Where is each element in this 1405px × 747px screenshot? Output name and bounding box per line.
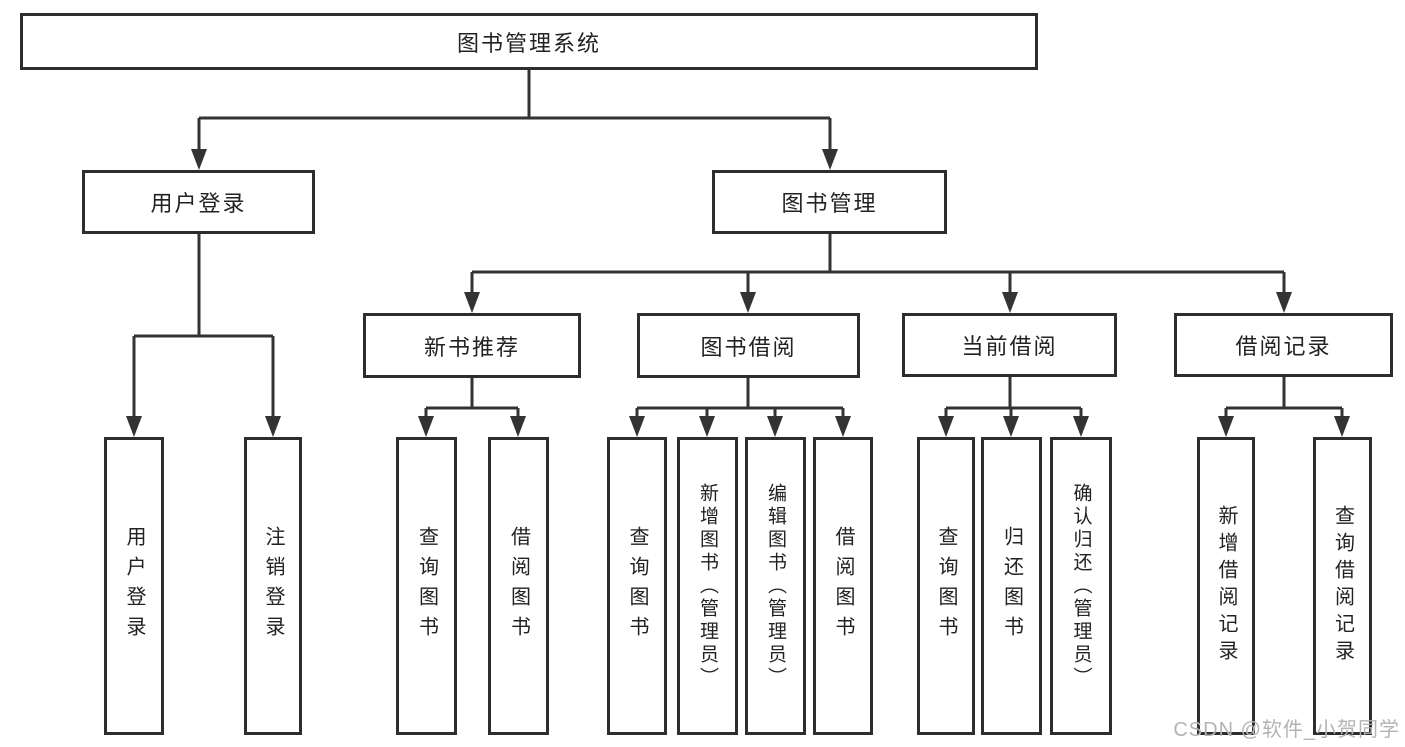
leaf-query-borrow-record: 查询借阅记录 bbox=[1313, 437, 1372, 735]
leaf-add-borrow-record: 新增借阅记录 bbox=[1197, 437, 1255, 735]
leaf-confirm-return-admin: 确认归还（管理员） bbox=[1050, 437, 1112, 735]
connector-root-to-level2 bbox=[197, 70, 832, 152]
node-user-login: 用户登录 bbox=[82, 170, 315, 234]
node-label: 图书管理系统 bbox=[456, 30, 601, 56]
connector-new-book-recommend-to-leaves bbox=[424, 378, 520, 419]
node-label: 查询借阅记录 bbox=[1331, 505, 1354, 667]
node-label: 查询图书 bbox=[935, 526, 957, 646]
node-label: 新书推荐 bbox=[423, 334, 520, 360]
leaf-query-books-recommend: 查询图书 bbox=[396, 437, 457, 735]
node-book-borrowing: 图书借阅 bbox=[637, 313, 860, 378]
leaf-edit-book-admin: 编辑图书（管理员） bbox=[745, 437, 806, 735]
node-book-management: 图书管理 bbox=[712, 170, 947, 234]
leaf-logout: 注销登录 bbox=[244, 437, 302, 735]
node-library-management-system: 图书管理系统 bbox=[20, 13, 1038, 70]
node-label: 确认归还（管理员） bbox=[1070, 482, 1092, 690]
node-label: 注销登录 bbox=[262, 526, 284, 646]
leaf-borrow-books-borrowing: 借阅图书 bbox=[813, 437, 873, 735]
leaf-query-books-borrowing: 查询图书 bbox=[607, 437, 667, 735]
node-label: 用户登录 bbox=[123, 526, 145, 646]
node-label: 用户登录 bbox=[150, 191, 247, 216]
node-label: 借阅图书 bbox=[832, 526, 854, 646]
node-current-borrowing: 当前借阅 bbox=[902, 313, 1117, 377]
node-label: 查询图书 bbox=[626, 526, 648, 646]
node-label: 查询图书 bbox=[415, 526, 438, 646]
connector-book-management-to-level3 bbox=[470, 234, 1286, 295]
node-new-book-recommend: 新书推荐 bbox=[363, 313, 581, 378]
node-label: 当前借阅 bbox=[961, 334, 1058, 359]
node-label: 图书借阅 bbox=[700, 334, 797, 360]
connector-borrowing-records-to-leaves bbox=[1224, 377, 1344, 419]
node-label: 借阅记录 bbox=[1235, 334, 1332, 359]
node-borrowing-records: 借阅记录 bbox=[1174, 313, 1393, 377]
node-label: 借阅图书 bbox=[507, 526, 530, 646]
connector-user-login-to-leaves bbox=[132, 234, 275, 419]
node-label: 图书管理 bbox=[781, 191, 878, 216]
watermark: CSDN @软件_小贺同学 bbox=[1173, 719, 1400, 741]
node-label: 新增图书（管理员） bbox=[697, 482, 718, 690]
connector-book-borrowing-to-leaves bbox=[635, 378, 845, 419]
leaf-return-book: 归还图书 bbox=[981, 437, 1042, 735]
connector-current-borrowing-to-leaves bbox=[944, 377, 1083, 419]
leaf-query-books-current: 查询图书 bbox=[917, 437, 975, 735]
leaf-add-book-admin: 新增图书（管理员） bbox=[677, 437, 738, 735]
leaf-borrow-books-recommend: 借阅图书 bbox=[488, 437, 549, 735]
node-label: 编辑图书（管理员） bbox=[765, 482, 786, 690]
node-label: 归还图书 bbox=[1000, 526, 1023, 646]
leaf-user-login: 用户登录 bbox=[104, 437, 164, 735]
node-label: 新增借阅记录 bbox=[1215, 505, 1237, 667]
